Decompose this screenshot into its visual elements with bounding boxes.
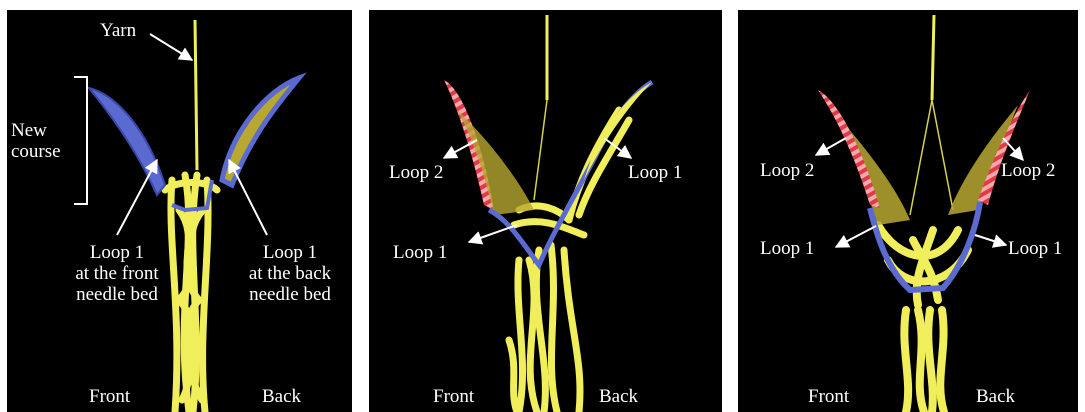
back-label: Back [599, 386, 638, 407]
yarn-strand [195, 20, 197, 170]
panel-2: Loop 2 Loop 1 Loop 1 Front Back [369, 10, 722, 412]
panel-3: Loop 2 Loop 2 Loop 1 Loop 1 Front Back [738, 10, 1078, 412]
loop1-left-arrow [836, 226, 876, 247]
loop1-front-label: Loop 1 at the front needle bed [52, 242, 182, 305]
loop2-right-label: Loop 2 [1001, 160, 1055, 181]
front-needle-loop [89, 88, 165, 195]
yarn-arrow [150, 34, 192, 60]
front-label: Front [89, 386, 130, 407]
loop1-left-label: Loop 1 [393, 242, 447, 263]
loop1-right-arrow [975, 235, 1006, 245]
yarn-label: Yarn [100, 20, 136, 41]
new-course-label: New course [11, 120, 61, 162]
loop2-label: Loop 2 [389, 162, 443, 183]
knitted-fabric [878, 225, 968, 412]
yarn-strand [932, 15, 934, 100]
loop2-left-label: Loop 2 [760, 160, 814, 181]
knitted-fabric [509, 110, 629, 412]
loop2-left-arrow [816, 138, 846, 155]
loop-front-arrow [117, 160, 157, 235]
panel-3-drawing [738, 10, 1078, 412]
loop1-back-label: Loop 1 at the back needle bed [225, 242, 352, 305]
loop1-right-label: Loop 1 [1008, 238, 1062, 259]
panel-1: Yarn New course Loop 1 at the front need… [7, 10, 352, 412]
loop1-left-label: Loop 1 [760, 238, 814, 259]
loop1-left-arrow [469, 225, 517, 242]
new-course-bracket [74, 77, 87, 204]
back-label: Back [262, 386, 301, 407]
panel-1-drawing [7, 10, 352, 412]
back-label: Back [976, 386, 1015, 407]
front-label: Front [808, 386, 849, 407]
loop1-right-label: Loop 1 [628, 162, 682, 183]
front-label: Front [433, 386, 474, 407]
loop-back-arrow [229, 160, 267, 235]
panel-2-drawing [369, 10, 722, 412]
